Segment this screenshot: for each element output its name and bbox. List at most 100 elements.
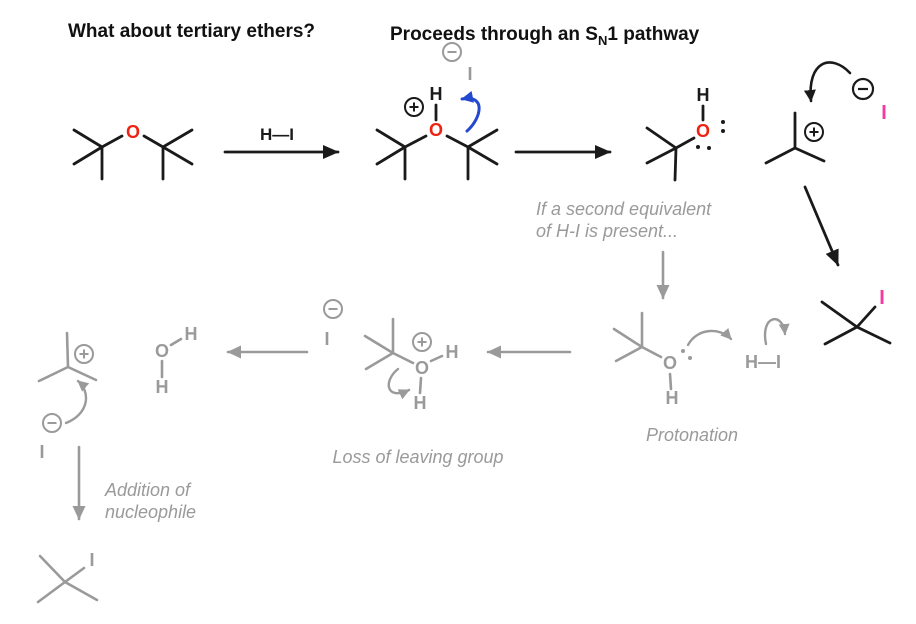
molecule-cation-water-iodide-gray: O H H I — [37, 324, 198, 462]
bond-C-I — [855, 305, 877, 329]
lone-pair-dot — [707, 146, 711, 150]
bond — [673, 146, 678, 182]
curved-arrow-HI-bond-to-I — [763, 317, 790, 346]
bond — [645, 126, 678, 150]
lone-pair-dot — [721, 120, 725, 124]
bond — [142, 134, 165, 149]
molecule-protonated-ether: O H I — [375, 42, 499, 181]
bond — [65, 331, 70, 369]
title-pathway-post: 1 pathway — [607, 24, 700, 45]
molecule-di-tert-butyl-ether: O — [72, 122, 194, 181]
annotation-line: of H-I is present... — [536, 221, 678, 241]
bond — [36, 580, 67, 604]
bond-O-H — [418, 376, 423, 395]
bond — [100, 134, 124, 149]
oxygen-label: O — [429, 120, 443, 140]
bond — [364, 351, 395, 371]
bond — [403, 134, 428, 149]
curved-arrow-C-O-cleavage — [387, 367, 411, 400]
title-pathway-subscript: N — [597, 32, 608, 48]
bond — [445, 134, 470, 149]
bond — [375, 128, 407, 149]
annotation-loss: Loss of leaving group — [332, 447, 503, 467]
oxygen-label: O — [696, 121, 710, 141]
molecule-protonated-alcohol-gray: O H H I Loss of leaving group — [323, 299, 504, 467]
bond — [645, 146, 678, 165]
iodide-label: I — [39, 442, 44, 462]
bond-O-H — [169, 337, 183, 347]
bond-O-H — [668, 372, 673, 391]
curved-arrow-lone-pair-to-H — [686, 327, 733, 347]
hydrogen-label: H — [446, 342, 459, 362]
plus-charge-icon — [404, 97, 424, 117]
molecule-tert-butanol: O H — [645, 85, 725, 182]
curved-arrow-blue-c-o-cleavage — [460, 90, 481, 133]
lone-pair-dot — [721, 129, 725, 133]
hydrogen-label: H — [430, 84, 443, 104]
iodide-counterion-label: I — [467, 64, 472, 84]
oxygen-label: O — [663, 353, 677, 373]
hydrogen-label: H — [666, 388, 679, 408]
plus-charge-icon — [74, 344, 94, 364]
lone-pair-dot — [681, 349, 685, 353]
bond — [793, 146, 826, 163]
bond-O-H — [429, 354, 444, 363]
molecule-tert-butyl-iodide-gray: I — [36, 550, 99, 604]
bond — [63, 580, 99, 602]
bond — [72, 128, 104, 149]
title-pathway-pre: Proceeds through an S — [390, 24, 598, 45]
hi-label: H—I — [745, 352, 781, 372]
bond — [764, 146, 797, 165]
bond — [466, 145, 499, 166]
bond — [161, 145, 194, 166]
annotation-line: nucleophile — [105, 502, 196, 522]
hydrogen-label: H — [414, 393, 427, 413]
reaction-arrow-1: H—I — [223, 125, 340, 159]
hydrogen-label: H — [697, 85, 710, 105]
iodine-label: I — [879, 287, 885, 309]
bond — [391, 351, 415, 365]
oxygen-label: O — [126, 122, 140, 142]
title-question-text: What about tertiary ethers? — [68, 21, 316, 42]
bond — [674, 136, 696, 150]
lone-pair-dot — [688, 356, 692, 360]
oxygen-label: O — [415, 358, 429, 378]
annotation-second-equivalent: If a second equivalent of H-I is present… — [536, 199, 712, 300]
plus-charge-icon — [804, 122, 824, 142]
lone-pair-dot — [696, 145, 700, 149]
iodide-label: I — [324, 329, 329, 349]
bond — [820, 300, 859, 329]
bond — [466, 128, 499, 149]
addition-step: Addition of nucleophile — [72, 445, 196, 522]
minus-charge-icon — [851, 77, 875, 101]
annotation-line: Addition of — [104, 480, 192, 500]
curved-arrow-iodide-to-cation — [64, 379, 90, 425]
molecule-tert-butyl-cation: I — [764, 61, 887, 165]
hi-reagent-label: H—I — [260, 125, 294, 144]
bond — [161, 128, 194, 149]
bond — [614, 345, 644, 363]
arrow-to-product — [803, 185, 840, 267]
title-question: What about tertiary ethers? — [68, 21, 315, 43]
bond — [72, 145, 104, 166]
minus-charge-icon — [323, 299, 343, 319]
bond-C-I — [63, 566, 86, 584]
bond — [66, 365, 98, 382]
iodide-label: I — [881, 102, 887, 124]
minus-charge-icon — [442, 42, 462, 62]
hydrogen-label: H — [156, 377, 169, 397]
bond — [375, 145, 407, 166]
molecule-tert-butyl-iodide: I — [820, 287, 892, 346]
bond — [363, 334, 395, 355]
molecule-tert-butanol-gray: O H H—I Protonation — [612, 311, 790, 445]
title-pathway: Proceeds through an SN1 pathway — [390, 24, 699, 48]
minus-charge-icon — [42, 413, 62, 433]
bond — [612, 327, 644, 349]
bond — [855, 325, 892, 345]
water-oxygen-label: O — [155, 341, 169, 361]
bond — [38, 554, 67, 584]
bond — [823, 325, 859, 346]
plus-charge-icon — [412, 332, 432, 352]
